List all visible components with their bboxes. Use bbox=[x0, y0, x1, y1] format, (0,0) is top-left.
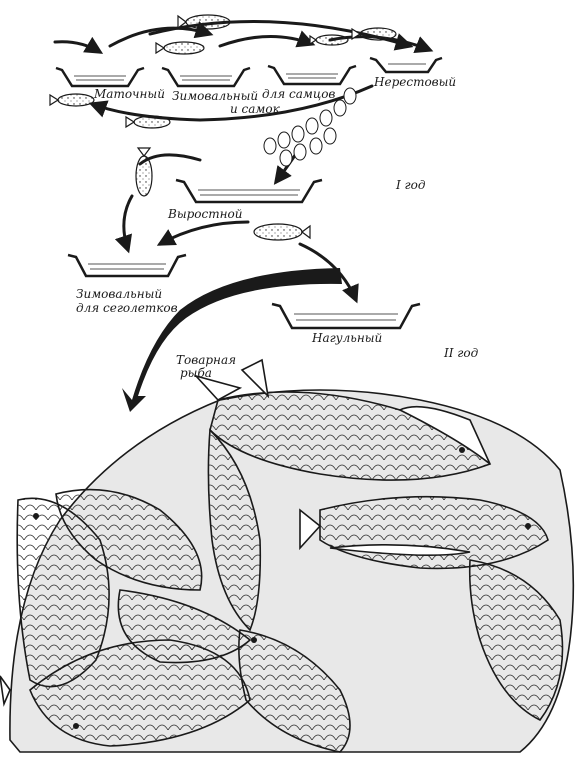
pond-matochny bbox=[56, 68, 144, 86]
pond-nagulny bbox=[272, 304, 420, 328]
label-year-1: I год bbox=[396, 178, 425, 192]
arrow-into-matochny bbox=[55, 42, 100, 52]
arrow-zimovalny-to-samtsov bbox=[220, 36, 312, 46]
fish-left-1 bbox=[50, 94, 94, 106]
label-dlya-samtsov: для самцов bbox=[262, 88, 335, 101]
fish-top-2 bbox=[156, 42, 204, 54]
fish-vertical bbox=[136, 148, 152, 196]
fish-mid bbox=[254, 224, 310, 240]
label-nerestovy: Нерестовый bbox=[374, 76, 456, 89]
flow-arrows bbox=[55, 22, 430, 301]
pond-vyrostnoy bbox=[176, 180, 322, 202]
label-zimovalny-seg-line1: Зимовальный bbox=[76, 288, 162, 301]
label-year-2: II год bbox=[444, 346, 478, 360]
pond-zimovalny bbox=[162, 68, 250, 86]
label-matochny: Маточный bbox=[94, 88, 165, 101]
arrow-down-to-zimovalny-seg bbox=[124, 196, 132, 250]
fish-left-2 bbox=[126, 116, 170, 128]
label-nagulny: Нагульный bbox=[312, 332, 382, 345]
label-vyrostnoy: Выростной bbox=[168, 208, 242, 221]
pond-zimovalny-segoletkov bbox=[68, 255, 186, 276]
market-fish-pile bbox=[0, 360, 573, 752]
arrow-vyrostnoy-to-zimovalny-seg bbox=[160, 222, 248, 244]
fish-top-3 bbox=[310, 35, 348, 45]
pond-dlya-samtsov bbox=[268, 66, 356, 84]
label-zimovalny-line2: и самок bbox=[230, 103, 280, 116]
label-zimovalny-seg-line2: для сеголетков bbox=[76, 302, 178, 315]
label-tovarnaya-line2: рыба bbox=[180, 367, 212, 380]
pond-nerestovy bbox=[370, 58, 442, 72]
